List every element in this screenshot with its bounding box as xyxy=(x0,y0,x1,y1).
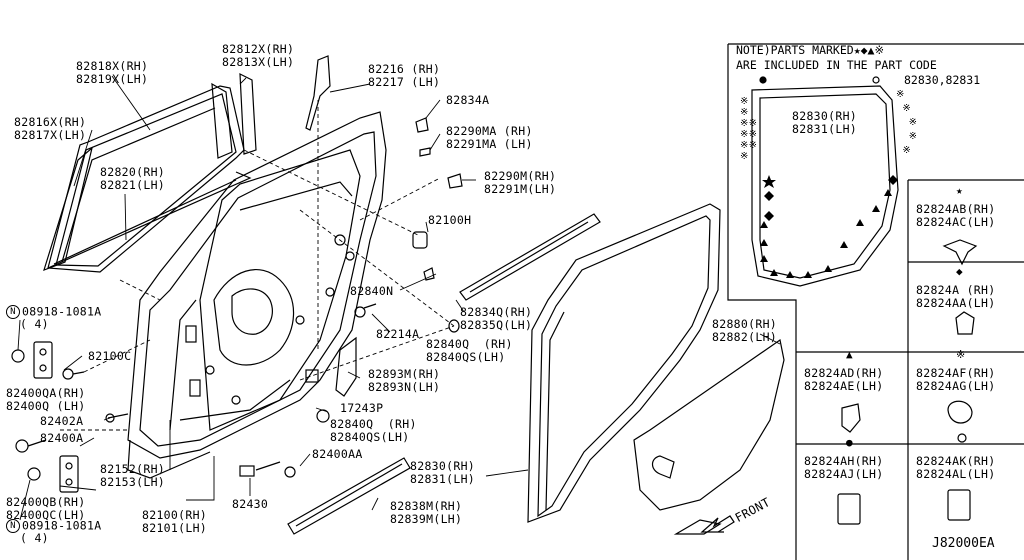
sealing-screen-82880 xyxy=(633,338,785,535)
weatherstrip-inset xyxy=(751,76,899,287)
table-symbol-2: ◆ xyxy=(956,265,963,278)
label-82400QA: 82400QA(RH) 82400Q (LH) xyxy=(6,386,86,413)
window-glass-82816 xyxy=(43,146,252,271)
inset-markers xyxy=(760,175,898,278)
label-82880: 82880(RH) 82882(LH) xyxy=(712,317,778,344)
clip-icons xyxy=(837,239,978,525)
table-symbol-3: ▲ xyxy=(846,348,853,361)
note-line-1: NOTE)PARTS MARKED★◆▲※ xyxy=(736,43,884,58)
label-82402A: 82402A xyxy=(40,414,84,428)
moulding-82838M xyxy=(287,457,411,535)
label-08918-bottom-qty: ( 4) xyxy=(20,531,49,545)
table-text-1: 82824AB(RH) 82824AC(LH) xyxy=(916,202,996,229)
rod-82216 xyxy=(305,55,331,131)
label-82840Q-bottom: 82840Q (RH) 82840QS(LH) xyxy=(330,417,417,444)
note-codes: 82830,82831 xyxy=(904,73,981,87)
note-box xyxy=(727,43,1024,560)
label-82840N: 82840N xyxy=(350,284,394,298)
table-text-5: 82824AH(RH) 82824AJ(LH) xyxy=(804,454,884,481)
weatherstrip-82830 xyxy=(527,203,721,523)
bolts-small xyxy=(15,117,463,453)
table-symbol-5: ● xyxy=(846,436,853,449)
label-82290MA: 82290MA (RH) 82291MA (LH) xyxy=(446,124,533,151)
seal-pad-82893M xyxy=(335,336,357,397)
label-82152: 82152(RH) 82153(LH) xyxy=(100,462,166,489)
label-08918-bottom-code: 08918-1081A xyxy=(22,518,102,533)
table-text-4: 82824AF(RH) 82824AG(LH) xyxy=(916,366,996,393)
note-text-1: NOTE)PARTS MARKED xyxy=(736,43,854,57)
label-82400QB: 82400QB(RH) 82400QC(LH) xyxy=(6,495,86,522)
label-82820: 82820(RH) 82821(LH) xyxy=(100,165,166,192)
label-17243P: 17243P xyxy=(340,401,384,415)
label-82214A: 82214A xyxy=(376,327,420,341)
label-82834A: 82834A xyxy=(446,93,490,107)
label-82838M: 82838M(RH) 82839M(LH) xyxy=(390,499,463,526)
label-82400AA: 82400AA xyxy=(312,447,363,461)
leader-lines xyxy=(60,100,455,431)
inset-label-82830: 82830(RH) 82831(LH) xyxy=(792,109,858,136)
table-symbol-4: ※ xyxy=(956,348,966,361)
table-text-2: 82824A (RH) 82824AA(LH) xyxy=(916,283,996,310)
sash-82812 xyxy=(211,73,257,159)
label-08918-top-code: 08918-1081A xyxy=(22,304,102,319)
label-82290M: 82290M(RH) 82291M(LH) xyxy=(484,169,557,196)
table-text-3: 82824AD(RH) 82824AE(LH) xyxy=(804,366,884,393)
door-shell-82100 xyxy=(127,111,387,479)
label-82430: 82430 xyxy=(232,497,269,511)
label-82216: 82216 (RH) 82217 (LH) xyxy=(368,62,441,89)
n-symbol-icon: N xyxy=(6,519,20,533)
label-82100H: 82100H xyxy=(428,213,472,227)
label-82100C: 82100C xyxy=(88,349,132,363)
label-82100: 82100(RH) 82101(LH) xyxy=(142,508,208,535)
label-82893M: 82893M(RH) 82893N(LH) xyxy=(368,367,441,394)
table-text-6: 82824AK(RH) 82824AL(LH) xyxy=(916,454,996,481)
hinge-82400QB xyxy=(27,455,79,493)
note-line-2: ARE INCLUDED IN THE PART CODE xyxy=(736,58,937,72)
note-symbols: ★◆▲※ xyxy=(853,43,885,57)
label-82400A: 82400A xyxy=(40,431,84,445)
moulding-82834Q xyxy=(459,213,601,301)
label-82816X: 82816X(RH) 82817X(LH) xyxy=(14,115,87,142)
table-symbol-1: ★ xyxy=(956,184,963,197)
diagram-code: J82000EA xyxy=(932,536,995,551)
label-82830-main: 82830(RH) 82831(LH) xyxy=(410,459,476,486)
label-82834Q: 82834Q(RH) 82835Q(LH) xyxy=(460,305,533,332)
label-82812X: 82812X(RH) 82813X(LH) xyxy=(222,42,295,69)
front-arrow xyxy=(700,515,735,533)
label-82818X: 82818X(RH) 82819X(LH) xyxy=(76,59,149,86)
check-link-82430 xyxy=(239,461,296,478)
inset-asterisk-markers-right: ※ ※ ※ ※ ※ xyxy=(896,89,918,156)
label-82840Q-top: 82840Q (RH) 82840QS(LH) xyxy=(426,337,513,364)
label-08918-top-qty: ( 4) xyxy=(20,317,49,331)
leader-lines-solid xyxy=(17,75,781,521)
n-symbol-icon: N xyxy=(6,305,20,319)
inset-asterisk-markers-left: ※ ※ ※※ ※※ ※※ ※ xyxy=(740,96,758,162)
